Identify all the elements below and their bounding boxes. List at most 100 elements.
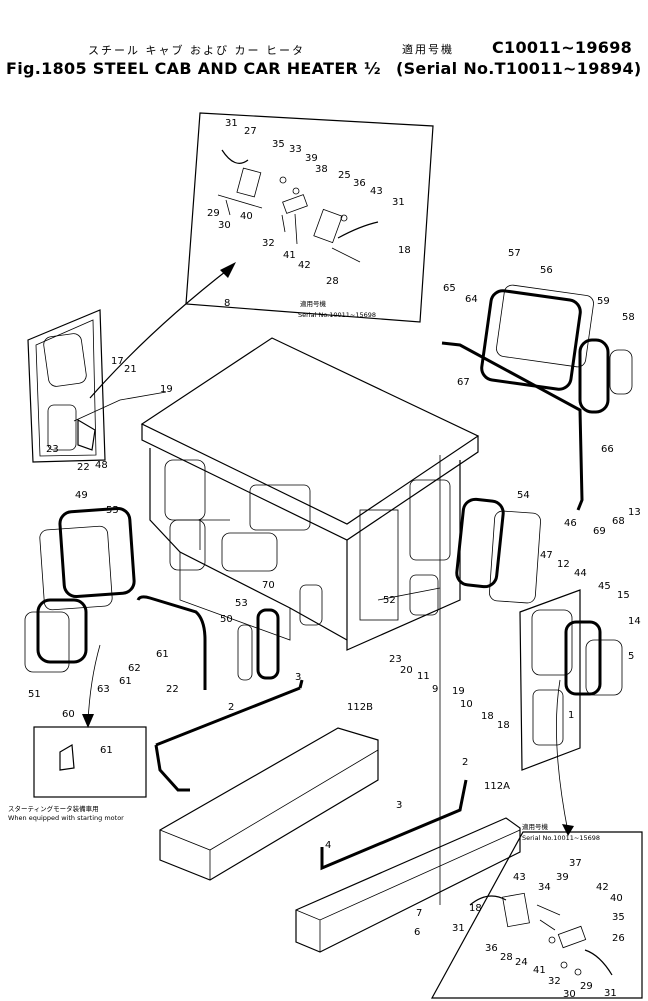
callout-label-46: 5 [628, 651, 634, 662]
left-door [27, 309, 106, 463]
callout-label-22: 56 [540, 265, 553, 276]
callout-label-49: 70 [262, 580, 275, 591]
callout-label-4: 39 [305, 153, 318, 164]
callout-label-58: 23 [389, 654, 402, 665]
callout-label-43: 45 [598, 581, 611, 592]
callout-label-44: 15 [617, 590, 630, 601]
callout-label-77: 37 [569, 858, 582, 869]
callout-label-28: 68 [612, 516, 625, 527]
callout-label-25: 67 [457, 377, 470, 388]
callout-label-79: 42 [596, 882, 609, 893]
callout-label-60: 11 [417, 671, 430, 682]
callout-label-53: 61 [156, 649, 169, 660]
starting-motor-note-en: When equipped with starting motor [8, 814, 124, 822]
callout-label-16: 28 [326, 276, 339, 287]
callout-label-3: 33 [289, 144, 302, 155]
callout-label-89: 26 [612, 933, 625, 944]
callout-label-70: 112A [484, 781, 510, 792]
callout-label-51: 51 [28, 689, 41, 700]
callout-label-17: 18 [398, 245, 411, 256]
callout-label-73: 4 [325, 840, 331, 851]
callout-label-14: 41 [283, 250, 296, 261]
callout-label-26: 66 [601, 444, 614, 455]
callout-label-2: 35 [272, 139, 285, 150]
callout-label-24: 58 [622, 312, 635, 323]
callout-label-8: 43 [370, 186, 383, 197]
callout-label-9: 31 [392, 197, 405, 208]
callout-label-47: 52 [383, 595, 396, 606]
callout-label-42: 44 [574, 568, 587, 579]
callout-label-83: 31 [452, 923, 465, 934]
inset-captions: 適用号機 Serial No.10011~15698 適用号機 Serial N… [8, 299, 600, 842]
title-japanese: スチール キャブ および カー ヒータ [88, 44, 305, 57]
callout-label-50: 50 [220, 614, 233, 625]
frame-rods [136, 341, 584, 871]
callout-label-65: 18 [497, 720, 510, 731]
callout-label-72: 3 [396, 800, 402, 811]
callout-label-39: 46 [564, 518, 577, 529]
callout-label-54: 62 [128, 663, 141, 674]
callout-label-69: 112B [347, 702, 373, 713]
callout-label-15: 42 [298, 260, 311, 271]
callout-label-75: 6 [414, 927, 420, 938]
callout-label-21: 57 [508, 248, 521, 259]
callout-label-94: 61 [100, 745, 113, 756]
lock-inset-top [185, 112, 434, 323]
callout-label-29: 13 [628, 507, 641, 518]
callout-label-84: 18 [469, 903, 482, 914]
callout-label-76: 43 [513, 872, 526, 883]
callout-label-52: 60 [62, 709, 75, 720]
callout-label-88: 41 [533, 965, 546, 976]
starting-motor-inset [33, 726, 147, 798]
callout-label-27: 69 [593, 526, 606, 537]
leader-lines [73, 262, 574, 905]
callout-label-5: 38 [315, 164, 328, 175]
callout-label-80: 40 [610, 893, 623, 904]
callout-label-68: 3 [295, 672, 301, 683]
callout-label-64: 18 [481, 711, 494, 722]
callout-label-35: 48 [95, 460, 108, 471]
callout-label-34: 22 [77, 462, 90, 473]
callout-label-0: 31 [225, 118, 238, 129]
callout-label-23: 59 [597, 296, 610, 307]
bottom-inset-serial-jp: 適用号機 [522, 822, 549, 831]
callout-label-86: 28 [500, 952, 513, 963]
callout-label-56: 61 [119, 676, 132, 687]
callout-label-78: 39 [556, 872, 569, 883]
callout-label-1: 27 [244, 126, 257, 137]
callout-label-87: 24 [515, 957, 528, 968]
callout-label-37: 55 [106, 505, 119, 516]
window-glass-panels [24, 284, 633, 681]
callout-label-6: 25 [338, 170, 351, 181]
callout-label-41: 12 [557, 559, 570, 570]
callout-label-57: 22 [166, 684, 179, 695]
lock-inset-bottom [430, 831, 643, 999]
serial-range-1: C10011~19698 [492, 38, 633, 57]
top-inset-serial-jp: 適用号機 [300, 299, 327, 308]
callout-label-62: 19 [452, 686, 465, 697]
callout-label-67: 2 [228, 702, 234, 713]
callout-label-13: 32 [262, 238, 275, 249]
callout-label-12: 40 [240, 211, 253, 222]
callout-label-63: 10 [460, 699, 473, 710]
callout-label-31: 21 [124, 364, 137, 375]
callout-label-7: 36 [353, 178, 366, 189]
callout-label-82: 35 [612, 912, 625, 923]
callout-label-40: 47 [540, 550, 553, 561]
callout-label-81: 34 [538, 882, 551, 893]
callout-label-71: 2 [462, 757, 468, 768]
bottom-inset-serial: Serial No.10011~15698 [522, 834, 600, 842]
serial-range-2: (Serial No.T10011~19894) [396, 59, 642, 78]
serial-label-japanese: 適用号機 [402, 43, 454, 56]
callout-label-90: 32 [548, 976, 561, 987]
floor-plate-112a [295, 817, 521, 953]
callout-label-18: 8 [224, 298, 230, 309]
callout-label-32: 19 [160, 384, 173, 395]
floor-plate-112b [159, 727, 379, 881]
top-inset-serial: Serial No.10011~15698 [298, 311, 376, 319]
callout-labels: 31 27 35 33 39 38 25 36 43 31 29 30 40 3… [28, 118, 641, 1000]
callout-label-66: 1 [568, 710, 574, 721]
callout-label-33: 23 [46, 444, 59, 455]
callout-label-30: 17 [111, 356, 124, 367]
